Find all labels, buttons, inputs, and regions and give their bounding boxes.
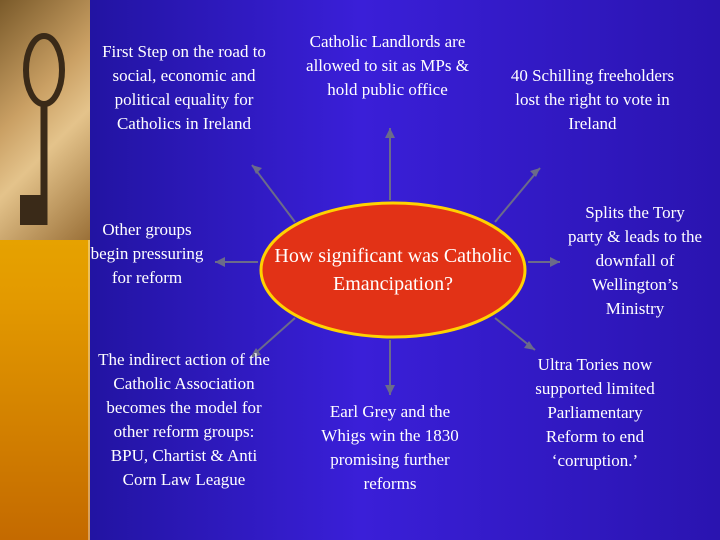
node-bottom-left: The indirect action of the Catholic Asso… [98, 350, 270, 489]
key-icon [20, 33, 65, 225]
connector-top-left [251, 164, 296, 223]
node-top-right: 40 Schilling freeholders lost the right … [510, 66, 675, 133]
node-bottom-right: Ultra Tories now supported limited Parli… [535, 355, 655, 470]
node-top-center: Catholic Landlords are allowed to sit as… [306, 32, 469, 99]
node-bottom-center: Earl Grey and the Whigs win the 1830 pro… [321, 402, 459, 493]
key-photo [0, 0, 90, 240]
central-question-text: How significant was Catholic Emancipatio… [274, 245, 512, 295]
central-question: How significant was Catholic Emancipatio… [258, 200, 528, 340]
node-mid-right: Splits the Tory party & leads to the dow… [567, 203, 703, 318]
node-top-left: First Step on the road to social, econom… [102, 42, 266, 133]
connector-top-right [494, 167, 541, 223]
central-ellipse [259, 201, 527, 339]
node-mid-left: Other groups begin pressuring for reform [90, 220, 204, 287]
